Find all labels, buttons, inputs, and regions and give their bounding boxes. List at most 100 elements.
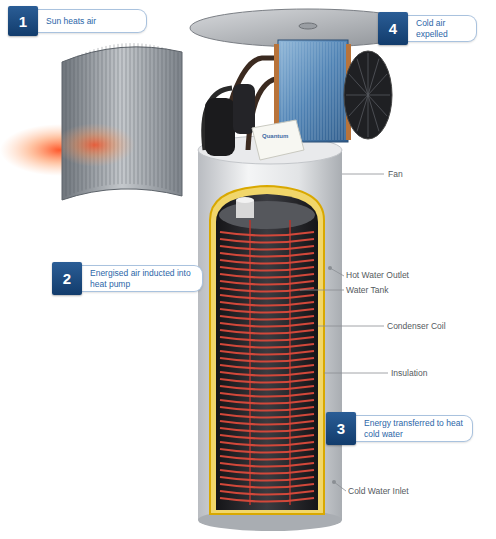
illustration-part xyxy=(220,260,314,264)
illustration-part xyxy=(118,44,119,184)
illustration-part xyxy=(70,59,71,194)
callout-number: 4 xyxy=(378,12,408,45)
illustration-part xyxy=(324,373,388,374)
illustration-part xyxy=(86,52,87,189)
callout-box: 2Energised air inducted into heat pump xyxy=(52,262,203,295)
callout-number: 2 xyxy=(52,262,82,295)
illustration-part xyxy=(134,43,135,184)
illustration-part xyxy=(312,42,313,140)
illustration-part xyxy=(220,477,314,481)
illustration-part xyxy=(368,95,379,131)
illustration-part xyxy=(233,84,255,134)
illustration-part xyxy=(252,120,304,160)
illustration-part xyxy=(90,51,91,189)
illustration-part xyxy=(220,421,314,425)
illustration-part xyxy=(220,351,314,355)
illustration-part xyxy=(306,42,307,140)
illustration-part xyxy=(216,194,318,510)
illustration-part xyxy=(126,43,127,184)
illustration-part xyxy=(220,344,314,348)
logo-text: Quantum xyxy=(262,133,288,139)
illustration-part xyxy=(55,123,135,167)
callout-text: Sun heats air xyxy=(38,9,147,33)
callout-text: Energised air inducted into heat pump xyxy=(82,265,203,292)
illustration-part xyxy=(154,45,155,186)
illustration-part xyxy=(220,267,314,271)
illustration-part xyxy=(330,42,331,140)
illustration-part xyxy=(342,174,384,175)
illustration-part xyxy=(220,379,314,383)
part-label: Condenser Coil xyxy=(387,321,446,331)
part-label: Fan xyxy=(388,169,403,179)
illustration-part xyxy=(219,201,315,229)
illustration-part xyxy=(220,470,314,474)
illustration-part xyxy=(357,59,368,95)
illustration-part xyxy=(220,442,314,446)
illustration-part xyxy=(220,323,314,327)
illustration-part xyxy=(78,56,79,192)
callout-number: 3 xyxy=(326,412,356,445)
illustration-part xyxy=(346,53,390,137)
illustration-part xyxy=(300,290,344,291)
illustration-part xyxy=(336,42,337,140)
callout-box: 1Sun heats air xyxy=(8,6,147,36)
illustration-part xyxy=(368,74,387,95)
illustration-part xyxy=(220,309,314,313)
illustration-part xyxy=(318,42,319,140)
illustration-part xyxy=(220,456,314,460)
illustration-part xyxy=(220,337,314,341)
illustration-part xyxy=(220,400,314,404)
illustration-part xyxy=(357,95,368,131)
callout-box: 3Energy transferred to heat cold water xyxy=(326,412,473,445)
illustration-part xyxy=(220,232,314,236)
illustration-part xyxy=(82,54,83,191)
illustration-part xyxy=(330,268,344,276)
illustration-part xyxy=(178,52,179,192)
illustration-part xyxy=(309,42,310,140)
illustration-part xyxy=(333,42,334,140)
callout-text: Cold air expelled xyxy=(408,15,477,42)
illustration-part xyxy=(130,43,131,184)
illustration-part xyxy=(303,42,304,140)
illustration-part xyxy=(344,51,392,139)
illustration-part xyxy=(339,42,340,140)
illustration-part xyxy=(220,435,314,439)
illustration-part xyxy=(166,48,167,189)
illustration-part xyxy=(315,42,316,140)
illustration-part xyxy=(198,150,342,520)
illustration-part xyxy=(170,49,171,190)
illustration-part xyxy=(220,484,314,488)
illustration-part xyxy=(220,393,314,397)
illustration-part xyxy=(220,239,314,243)
illustration-part xyxy=(150,45,151,186)
illustration-part xyxy=(368,53,369,95)
illustration-part xyxy=(220,274,314,278)
illustration-part xyxy=(220,491,314,495)
part-label: Insulation xyxy=(391,368,427,378)
illustration-part xyxy=(342,42,343,140)
illustration-part xyxy=(122,44,123,185)
illustration-part xyxy=(220,407,314,411)
part-label: Hot Water Outlet xyxy=(346,270,409,280)
part-label: Cold Water Inlet xyxy=(348,486,409,496)
illustration-part xyxy=(300,174,388,491)
illustration-part xyxy=(324,42,325,140)
part-label: Water Tank xyxy=(346,285,389,295)
illustration-part xyxy=(162,47,163,188)
illustration-part xyxy=(142,44,143,185)
illustration-part xyxy=(66,62,67,197)
illustration-part xyxy=(318,326,384,327)
illustration-part xyxy=(220,498,314,502)
illustration-part xyxy=(220,330,314,334)
illustration-part xyxy=(220,316,314,320)
illustration-part xyxy=(220,449,314,453)
illustration-part xyxy=(321,42,322,140)
illustration-part xyxy=(205,98,235,156)
illustration-part xyxy=(220,372,314,376)
illustration-part xyxy=(210,186,324,514)
illustration-part xyxy=(66,43,178,196)
illustration-part xyxy=(174,51,175,191)
illustration-part xyxy=(220,288,314,292)
illustration-part xyxy=(349,95,368,116)
